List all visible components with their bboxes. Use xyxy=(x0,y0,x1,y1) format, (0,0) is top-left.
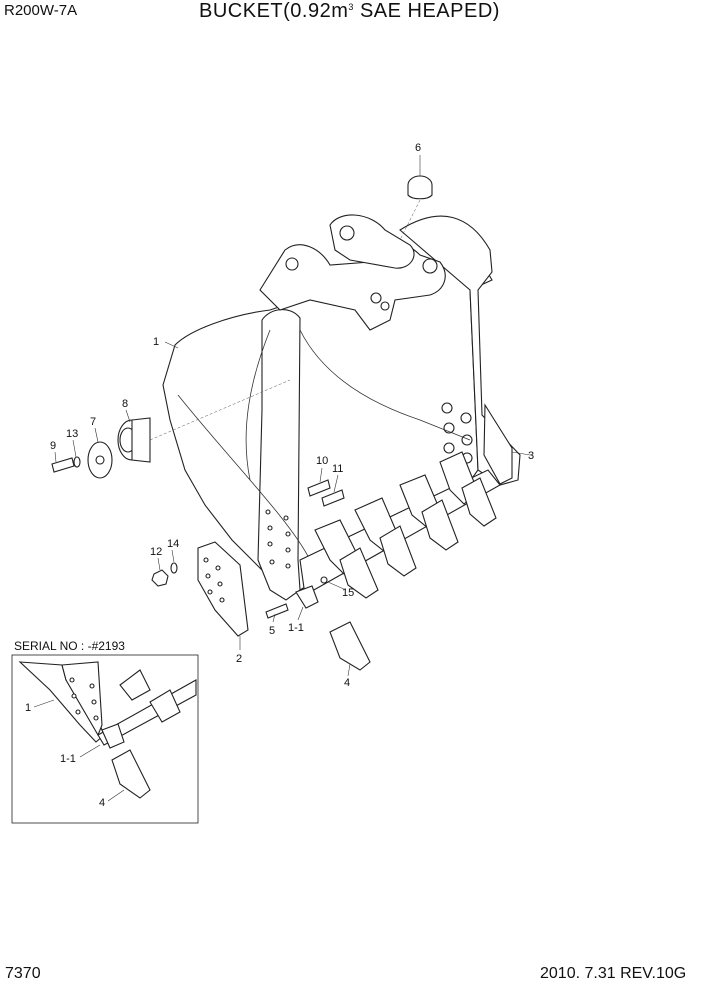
washer-part-14 xyxy=(170,562,178,574)
inset-callout-4: 4 xyxy=(99,797,105,809)
serial-inset: 1 1-1 4 xyxy=(11,654,199,824)
washer-part-15 xyxy=(320,576,328,584)
page-number: 7370 xyxy=(5,965,41,982)
side-cutter-left-bolts xyxy=(203,557,225,603)
callout-4: 4 xyxy=(344,677,350,689)
callout-15: 15 xyxy=(342,587,354,599)
bushing-part-6 xyxy=(399,175,433,241)
nut-part-12 xyxy=(151,569,169,587)
title-superscript: 3 xyxy=(348,2,354,12)
side-cutter-right xyxy=(483,403,513,485)
pin-assembly xyxy=(51,379,291,479)
callout-labels: 6 1 8 7 13 9 10 11 3 12 14 2 5 1-1 15 4 xyxy=(50,142,534,689)
callout-3: 3 xyxy=(528,450,534,462)
callout-2: 2 xyxy=(236,653,242,665)
title-rest: SAE HEAPED) xyxy=(353,0,500,22)
side-cutter-left xyxy=(197,541,249,637)
adapter-part-1-1 xyxy=(295,585,319,609)
bucket-teeth xyxy=(339,477,497,599)
revision-date: 2010. 7.31 REV.10G xyxy=(540,965,687,982)
loose-tooth-part-4 xyxy=(329,621,371,671)
bolts-10-11 xyxy=(307,479,345,507)
callout-9: 9 xyxy=(50,440,56,452)
callout-7: 7 xyxy=(90,416,96,428)
upright-bolt-holes xyxy=(265,509,291,569)
callout-14: 14 xyxy=(167,538,179,550)
callout-10: 10 xyxy=(316,455,328,467)
inset-callout-1: 1 xyxy=(25,702,31,714)
page-title: BUCKET(0.92m3 SAE HEAPED) xyxy=(199,0,500,23)
callout-5: 5 xyxy=(269,625,275,637)
model-code: R200W-7A xyxy=(4,2,78,19)
callout-6: 6 xyxy=(415,142,421,154)
serial-number-label: SERIAL NO : -#2193 xyxy=(14,639,125,653)
callout-8: 8 xyxy=(122,398,128,410)
title-main: BUCKET(0.92m xyxy=(199,0,349,22)
inset-callout-1-1: 1-1 xyxy=(60,753,76,765)
pin-part-5 xyxy=(265,603,289,619)
callout-12: 12 xyxy=(150,546,162,558)
callout-1-1: 1-1 xyxy=(288,622,304,634)
callout-13: 13 xyxy=(66,428,78,440)
callout-11: 11 xyxy=(332,463,343,475)
callout-1: 1 xyxy=(153,336,159,348)
leader-lines xyxy=(54,155,531,677)
